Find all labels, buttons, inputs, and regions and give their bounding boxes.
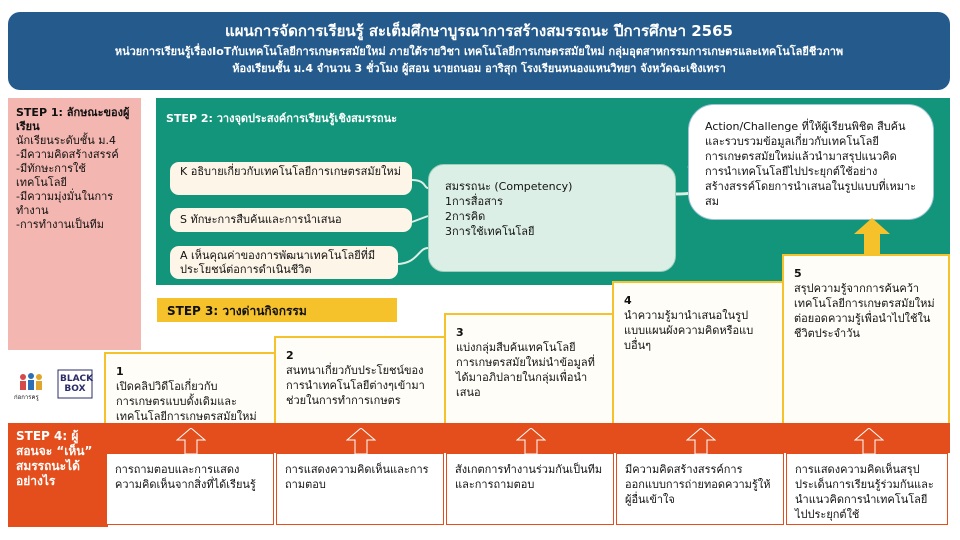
step1-line: -มีความคิดสร้างสรรค์ <box>16 148 119 161</box>
evidence-cell: การแสดงความคิดเห็นสรุปประเด็นการเรียนรู้… <box>786 453 948 525</box>
logo-icon <box>20 369 93 399</box>
objective-a: A เห็นคุณค่าของการพัฒนาเทคโนโลยีที่มีประ… <box>170 246 398 279</box>
step1-line: นักเรียนระดับชั้น ม.4 <box>16 134 116 147</box>
up-arrow-icon <box>854 218 890 254</box>
objective-s: S ทักษะการสืบค้นและการนำเสนอ <box>170 208 412 232</box>
up-arrow-icon <box>516 428 546 454</box>
objective-k: K อธิบายเกี่ยวกับเทคโนโลยีการเกษตรสมัยให… <box>170 162 412 195</box>
step1-line: -มีทักษะการใช้เทคโนโลยี <box>16 162 86 189</box>
activity-step: 3 แบ่งกลุ่มสืบค้นเทคโนโลยีการเกษตรสมัยให… <box>444 313 614 442</box>
competency-box: สมรรถนะ (Competency) 1การสื่อสาร 2การคิด… <box>428 164 676 272</box>
activity-step: 5 สรุปความรู้จากการค้นคว้าเทคโนโลยีการเก… <box>782 254 950 442</box>
step1-title: STEP 1: ลักษณะของผู้เรียน <box>16 106 130 133</box>
up-arrow-icon <box>346 428 376 454</box>
step1-line: -มีความมุ่งมั่นในการทำงาน <box>16 190 114 217</box>
competency-title: สมรรถนะ (Competency) <box>445 180 573 193</box>
evidence-cell: การถามตอบและการแสดงความคิดเห็นจากสิ่งที่… <box>106 453 274 525</box>
logo: ก่อการครู BLACK BOX <box>14 368 98 402</box>
logo-right-text: BLACK BOX <box>60 374 94 394</box>
evidence-cell: การแสดงความคิดเห็นและการถามตอบ <box>276 453 444 525</box>
competency-item: 2การคิด <box>445 210 486 223</box>
activity-step: 4 นำความรู้มานำเสนอในรูปแบบแผนผังความคิด… <box>612 281 784 442</box>
step1-line: -การทำงานเป็นทีม <box>16 218 104 231</box>
evidence-cell: สังเกตการทำงานร่วมกันเป็นทีมและการถามตอบ <box>446 453 614 525</box>
step2-title: STEP 2: วางจุดประสงค์การเรียนรู้เชิงสมรร… <box>166 112 398 125</box>
header-class-info: ห้องเรียนชั้น ม.4 จำนวน 3 ชั่วโมง ผู้สอน… <box>232 62 726 75</box>
step4-title: STEP 4: ผู้สอนจะ “เห็น” สมรรถนะได้อย่างไ… <box>8 423 108 527</box>
step3-title: STEP 3: วางด่านกิจกรรม <box>157 298 397 322</box>
evidence-cell: มีความคิดสร้างสรรค์การออกแบบการถ่ายทอดคว… <box>616 453 784 525</box>
up-arrow-icon <box>854 428 884 454</box>
action-challenge-box: Action/Challenge ที่ให้ผู้เรียนพิชิต สืบ… <box>688 104 934 220</box>
up-arrow-icon <box>176 428 206 454</box>
logo-left-text: ก่อการครู <box>14 394 39 401</box>
competency-item: 1การสื่อสาร <box>445 195 503 208</box>
page-title: แผนการจัดการเรียนรู้ สะเต็มศึกษาบูรณาการ… <box>225 22 733 40</box>
step1-learner-profile: STEP 1: ลักษณะของผู้เรียน นักเรียนระดับช… <box>8 98 141 350</box>
up-arrow-icon <box>686 428 716 454</box>
header-subtitle: หน่วยการเรียนรู้เรื่องIoTกับเทคโนโลยีการ… <box>114 45 844 58</box>
header-banner: แผนการจัดการเรียนรู้ สะเต็มศึกษาบูรณาการ… <box>8 12 950 90</box>
competency-item: 3การใช้เทคโนโลยี <box>445 225 535 238</box>
